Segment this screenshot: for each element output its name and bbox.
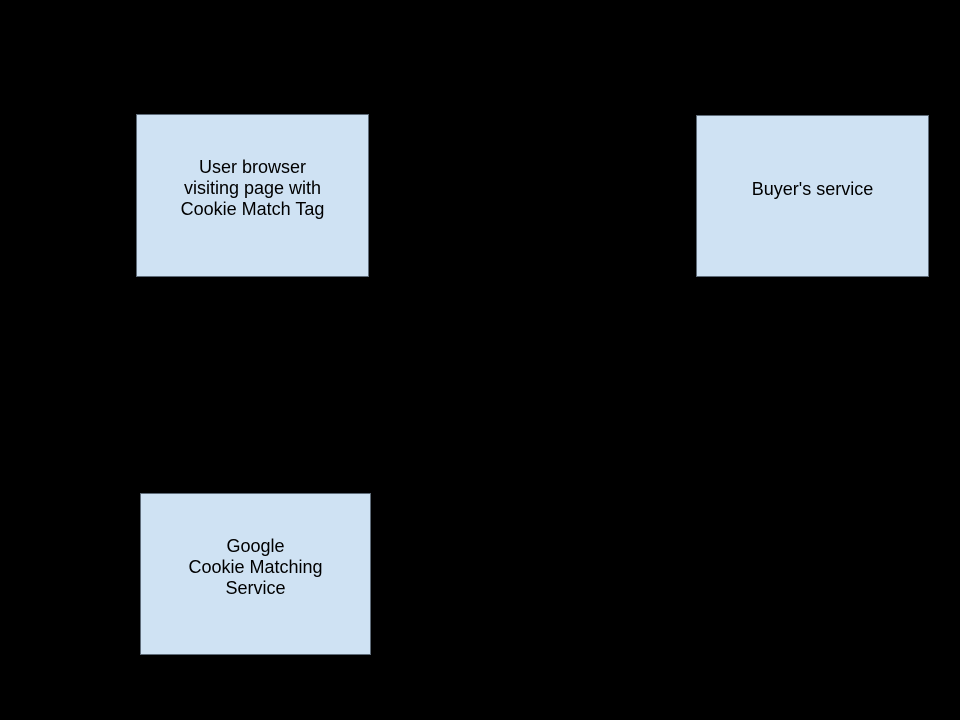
node-user-browser-label: User browser visiting page with Cookie M… [180, 157, 325, 219]
node-buyers-service-label: Buyer's service [751, 178, 874, 199]
node-buyers-service: Buyer's service [696, 115, 929, 277]
node-google-cookie-matching-service: Google Cookie Matching Service [140, 493, 371, 655]
node-user-browser: User browser visiting page with Cookie M… [136, 114, 369, 277]
node-google-cookie-matching-service-label: Google Cookie Matching Service [188, 535, 323, 598]
